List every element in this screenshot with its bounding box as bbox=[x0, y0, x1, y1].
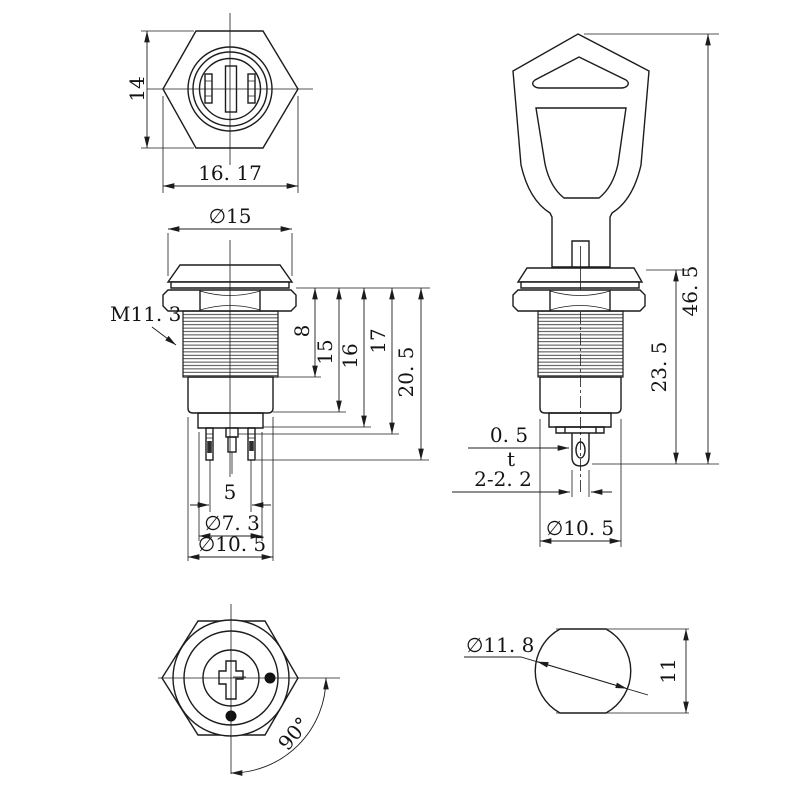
dim-label-20-5: 20. 5 bbox=[394, 347, 418, 398]
extension-lines bbox=[162, 96, 299, 193]
dim-label-dia118: ∅11. 8 bbox=[466, 633, 534, 657]
dim-label-0-5: 0. 5 bbox=[490, 423, 528, 447]
thickness-symbol: t bbox=[507, 447, 515, 471]
right-terminal-blade bbox=[247, 73, 256, 104]
dimension-23-5: 23. 5 bbox=[646, 269, 688, 464]
bezel-circle-inner bbox=[198, 57, 262, 121]
thread-spec-callout: M11. 3 bbox=[110, 302, 181, 346]
center-stub bbox=[227, 436, 237, 453]
dimension-46-5: 46. 5 bbox=[584, 33, 719, 465]
thread-spec-label: M11. 3 bbox=[110, 302, 181, 326]
threaded-section bbox=[182, 310, 279, 378]
dim-label-90deg: 90° bbox=[273, 712, 314, 755]
dim-label-16-17: 16. 17 bbox=[198, 161, 262, 185]
angle-arc bbox=[230, 677, 329, 776]
hex-nut-body bbox=[162, 289, 297, 312]
dim-label-8: 8 bbox=[290, 325, 314, 338]
right-pin-ticks bbox=[248, 433, 255, 439]
lower-body bbox=[187, 376, 274, 414]
depth-dimension-stack: 8 15 16 17 20. 5 bbox=[238, 287, 430, 461]
center-stub-square bbox=[225, 427, 239, 438]
left-terminal-blade bbox=[204, 73, 213, 104]
dimension-width-16-17: 16. 17 bbox=[162, 96, 299, 193]
dimension-dia-10-5-right: ∅10. 5 bbox=[539, 419, 622, 547]
key-outline bbox=[512, 33, 650, 268]
leader-arrow bbox=[151, 326, 177, 346]
center-terminal-blade bbox=[224, 65, 238, 113]
dimension-cap-dia-15: ∅15 bbox=[167, 204, 293, 276]
hex-nut-body bbox=[512, 289, 646, 312]
dimension-dia-11-8: ∅11. 8 bbox=[464, 633, 649, 696]
dim-label-dia15: ∅15 bbox=[209, 204, 252, 228]
left-pin-shading bbox=[207, 441, 212, 453]
panel-top-view: 90° bbox=[158, 604, 340, 776]
hex-nut-side bbox=[512, 289, 646, 312]
dimension-dia-7-3: ∅7. 3 bbox=[198, 432, 263, 541]
terminal-blades bbox=[204, 65, 256, 113]
arrow-lower bbox=[581, 674, 628, 690]
leader-diagonal bbox=[464, 656, 649, 696]
key-triangle-cutout bbox=[532, 56, 629, 89]
hex-nut-facet-edges bbox=[199, 290, 261, 311]
bezel-circle-outer bbox=[187, 46, 273, 132]
dim-label-14: 14 bbox=[125, 76, 149, 101]
dimension-tab-width: 2-2. 2 bbox=[452, 467, 612, 497]
extension-lines bbox=[167, 233, 293, 276]
pin-centerlines bbox=[209, 460, 252, 512]
flat-extension-lines bbox=[556, 628, 689, 714]
dim-label-15: 15 bbox=[313, 339, 337, 364]
right-blade-ticks bbox=[248, 80, 255, 97]
key-assembled-view: 0. 5 t 2-2. 2 ∅10. 5 23. 5 46. 5 bbox=[452, 33, 719, 547]
dim-label-16: 16 bbox=[338, 343, 362, 368]
key-stem-notch bbox=[571, 240, 590, 267]
right-pin bbox=[247, 427, 256, 461]
right-pin-shading bbox=[249, 441, 254, 451]
dim-label-dia105: ∅10. 5 bbox=[198, 532, 266, 556]
dimension-pin-pitch-5: 5 bbox=[190, 480, 271, 508]
left-blade-ticks bbox=[205, 80, 212, 97]
front-view: 14 16. 17 bbox=[125, 13, 313, 193]
washer-rim bbox=[520, 281, 640, 289]
lower-body bbox=[539, 376, 622, 414]
dimension-across-flats-11: 11 bbox=[656, 629, 689, 713]
reference-lines bbox=[584, 33, 719, 465]
key-cross-section-view: 11 ∅11. 8 bbox=[464, 628, 689, 714]
dimension-tab-thickness: 0. 5 t bbox=[468, 423, 569, 471]
washer bbox=[516, 267, 644, 283]
hex-nut-side bbox=[162, 289, 297, 312]
left-pin-ticks bbox=[206, 433, 213, 439]
side-view-with-pins: ∅15 5 bbox=[110, 204, 430, 561]
dim-label-46-5: 46. 5 bbox=[678, 266, 702, 317]
dim-label-2-2-2: 2-2. 2 bbox=[474, 467, 532, 491]
crosshair-centerlines bbox=[147, 13, 313, 165]
hex-nut-facet-arcs bbox=[549, 290, 611, 311]
base-substep bbox=[555, 426, 605, 434]
extension-lines bbox=[539, 419, 622, 547]
dimension-height-14: 14 bbox=[125, 30, 194, 149]
dim-label-dia105: ∅10. 5 bbox=[546, 516, 614, 540]
left-pin bbox=[205, 427, 214, 461]
hex-nut-outline bbox=[162, 30, 299, 149]
dimension-dia-10-5: ∅10. 5 bbox=[187, 417, 274, 561]
base-flange bbox=[548, 412, 612, 428]
dim-label-23-5: 23. 5 bbox=[647, 342, 671, 393]
extension-lines bbox=[187, 417, 274, 561]
bezel-circle-mid bbox=[192, 51, 268, 127]
double-flat-circle bbox=[534, 628, 632, 714]
dim-label-5: 5 bbox=[224, 480, 237, 504]
extension-lines bbox=[141, 30, 194, 149]
terminal-pins bbox=[205, 427, 256, 474]
arrow-upper bbox=[536, 661, 583, 676]
hex-nut-facet-edges bbox=[549, 290, 611, 311]
base-step bbox=[197, 412, 264, 429]
extension-lines bbox=[198, 432, 263, 541]
extension-lines bbox=[571, 470, 590, 497]
dim-label-11: 11 bbox=[656, 658, 680, 683]
dim-label-17: 17 bbox=[366, 328, 390, 353]
dim-label-dia73: ∅7. 3 bbox=[204, 511, 260, 535]
key-grip-panel bbox=[535, 107, 627, 199]
